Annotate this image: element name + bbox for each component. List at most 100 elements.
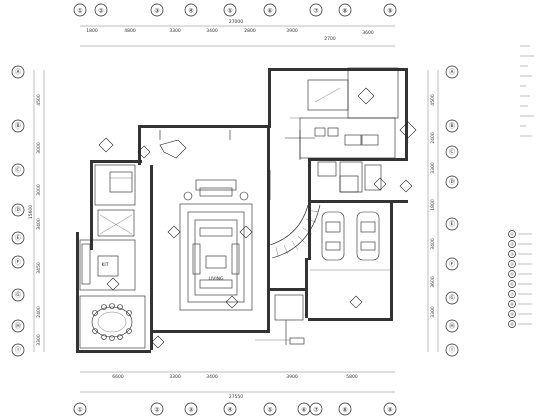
dim-left-seg: 3300 — [36, 334, 42, 346]
dining-room — [79, 295, 146, 349]
dim-left-seg: 3000 — [36, 184, 42, 196]
grid-bubble-top: ④ — [184, 3, 198, 17]
svg-text:Ⓓ: Ⓓ — [449, 178, 455, 186]
staircase — [269, 204, 321, 259]
svg-text:④: ④ — [510, 262, 514, 267]
dim-top-inner: 2700 — [324, 36, 336, 42]
dim-bottom-seg: 3900 — [286, 374, 298, 380]
grid-bubble-bottom: ⑧ — [338, 402, 352, 416]
svg-text:⑧: ⑧ — [342, 406, 347, 413]
svg-text:⑧: ⑧ — [510, 302, 514, 307]
svg-text:Ⓑ: Ⓑ — [15, 122, 21, 130]
dim-top-total: 27000 — [229, 19, 243, 25]
dim-top-seg: 3400 — [206, 28, 218, 34]
kitchen: KIT — [79, 239, 136, 291]
svg-text:⑤: ⑤ — [267, 406, 272, 413]
legend: ① ② ③ ④ ⑤ ⑥ ⑦ ⑧ ⑨ ⑩ — [508, 230, 532, 328]
section-markers — [98, 87, 417, 349]
right-grid-axis: Ⓐ Ⓑ Ⓒ Ⓓ Ⓔ Ⓕ Ⓖ Ⓗ Ⓘ 4500 2400 3300 1800 34… — [427, 65, 459, 357]
dim-bottom-seg: 6600 — [112, 374, 124, 380]
dim-left-seg: 4500 — [36, 94, 42, 106]
grid-bubble-top: ⑤ — [223, 3, 237, 17]
grid-bubble-left: Ⓔ — [11, 231, 25, 245]
dim-right-seg: 3300 — [430, 162, 436, 174]
notes-block — [520, 45, 534, 137]
svg-text:⑨: ⑨ — [510, 312, 514, 317]
grid-bubble-bottom: ⑤ — [263, 402, 277, 416]
grid-bubble-bottom: ⑨ — [383, 402, 397, 416]
grid-bubble-top: ③ — [150, 3, 164, 17]
svg-text:⑥: ⑥ — [267, 7, 272, 14]
dim-right-seg: 3400 — [430, 238, 436, 250]
grid-bubble-left: Ⓒ — [11, 163, 25, 177]
svg-text:Ⓖ: Ⓖ — [449, 294, 455, 302]
svg-text:⑦: ⑦ — [313, 406, 319, 413]
grid-bubble-left: Ⓖ — [11, 288, 25, 302]
svg-text:①: ① — [510, 232, 514, 237]
svg-text:⑤: ⑤ — [227, 7, 232, 14]
room-label-kit: KIT — [101, 262, 108, 268]
svg-text:Ⓕ: Ⓕ — [15, 258, 21, 266]
grid-bubble-bottom: ⑦ — [309, 402, 323, 416]
legend-item: ① — [508, 230, 532, 238]
entrance-porch — [255, 294, 305, 345]
legend-item: ③ — [508, 250, 532, 258]
svg-text:Ⓗ: Ⓗ — [15, 322, 21, 330]
svg-text:Ⓖ: Ⓖ — [15, 291, 21, 299]
grid-bubble-top: ⑨ — [383, 3, 397, 17]
dim-left-total: 15600 — [28, 205, 34, 219]
dim-right-seg: 3600 — [430, 276, 436, 288]
svg-text:⑥: ⑥ — [301, 406, 306, 413]
svg-text:Ⓐ: Ⓐ — [15, 68, 21, 76]
svg-text:Ⓘ: Ⓘ — [15, 346, 21, 354]
garage — [310, 211, 390, 271]
grid-bubble-left: Ⓑ — [11, 119, 25, 133]
svg-text:⑦: ⑦ — [313, 7, 319, 14]
grid-bubble-left: Ⓓ — [11, 203, 25, 217]
legend-item: ② — [508, 240, 532, 248]
svg-text:Ⓒ: Ⓒ — [449, 148, 455, 156]
room-label-living: LIVING — [208, 276, 224, 282]
living-room: LIVING — [179, 179, 253, 311]
grid-bubble-left: Ⓐ — [11, 65, 25, 79]
grid-bubble-right: Ⓔ — [445, 217, 459, 231]
svg-text:⑦: ⑦ — [510, 292, 514, 297]
legend-item: ⑥ — [508, 280, 532, 288]
svg-text:③: ③ — [154, 7, 159, 14]
left-grid-axis: Ⓐ Ⓑ Ⓒ Ⓓ Ⓔ Ⓕ Ⓖ Ⓗ Ⓘ 4500 3000 3000 15600 3… — [11, 65, 45, 357]
grid-bubble-right: Ⓐ — [445, 65, 459, 79]
dim-right-seg: 2400 — [430, 132, 436, 144]
grid-bubble-bottom: ② — [150, 402, 164, 416]
svg-text:Ⓔ: Ⓔ — [15, 234, 21, 242]
svg-text:Ⓐ: Ⓐ — [449, 68, 455, 76]
dim-left-seg: 3450 — [36, 262, 42, 274]
grid-bubble-left: Ⓗ — [11, 319, 25, 333]
grid-bubble-top: ⑥ — [263, 3, 277, 17]
dim-bottom-seg: 5800 — [346, 374, 358, 380]
grid-bubble-right: Ⓗ — [445, 319, 459, 333]
legend-item: ⑤ — [508, 270, 532, 278]
legend-item: ⑦ — [508, 290, 532, 298]
grid-bubble-bottom: ① — [73, 402, 87, 416]
grid-bubble-right: Ⓖ — [445, 291, 459, 305]
grid-bubble-bottom: ⑥ — [297, 402, 311, 416]
svg-text:②: ② — [98, 7, 104, 14]
grid-bubble-top: ⑧ — [338, 3, 352, 17]
legend-item: ⑩ — [508, 320, 532, 328]
dim-right-seg: 4500 — [430, 94, 436, 106]
dim-right-seg: 3300 — [430, 306, 436, 318]
svg-text:Ⓑ: Ⓑ — [449, 122, 455, 130]
dim-top-inner2: 3600 — [362, 30, 374, 36]
bottom-grid-axis: ① ② ③ ④ ⑤ ⑥ ⑦ ⑧ ⑨ 6600 3300 3400 3900 58… — [73, 371, 397, 416]
svg-text:Ⓓ: Ⓓ — [15, 206, 21, 214]
grid-bubble-left: Ⓕ — [11, 255, 25, 269]
svg-text:④: ④ — [188, 7, 193, 14]
svg-text:①: ① — [77, 406, 82, 413]
dim-bottom-seg: 3300 — [169, 374, 181, 380]
grid-bubble-right: Ⓑ — [445, 119, 459, 133]
svg-text:Ⓒ: Ⓒ — [15, 166, 21, 174]
hall-details — [159, 130, 315, 200]
dim-top-seg: 1800 — [86, 28, 98, 34]
svg-text:Ⓗ: Ⓗ — [449, 322, 455, 330]
bathroom — [317, 161, 359, 193]
